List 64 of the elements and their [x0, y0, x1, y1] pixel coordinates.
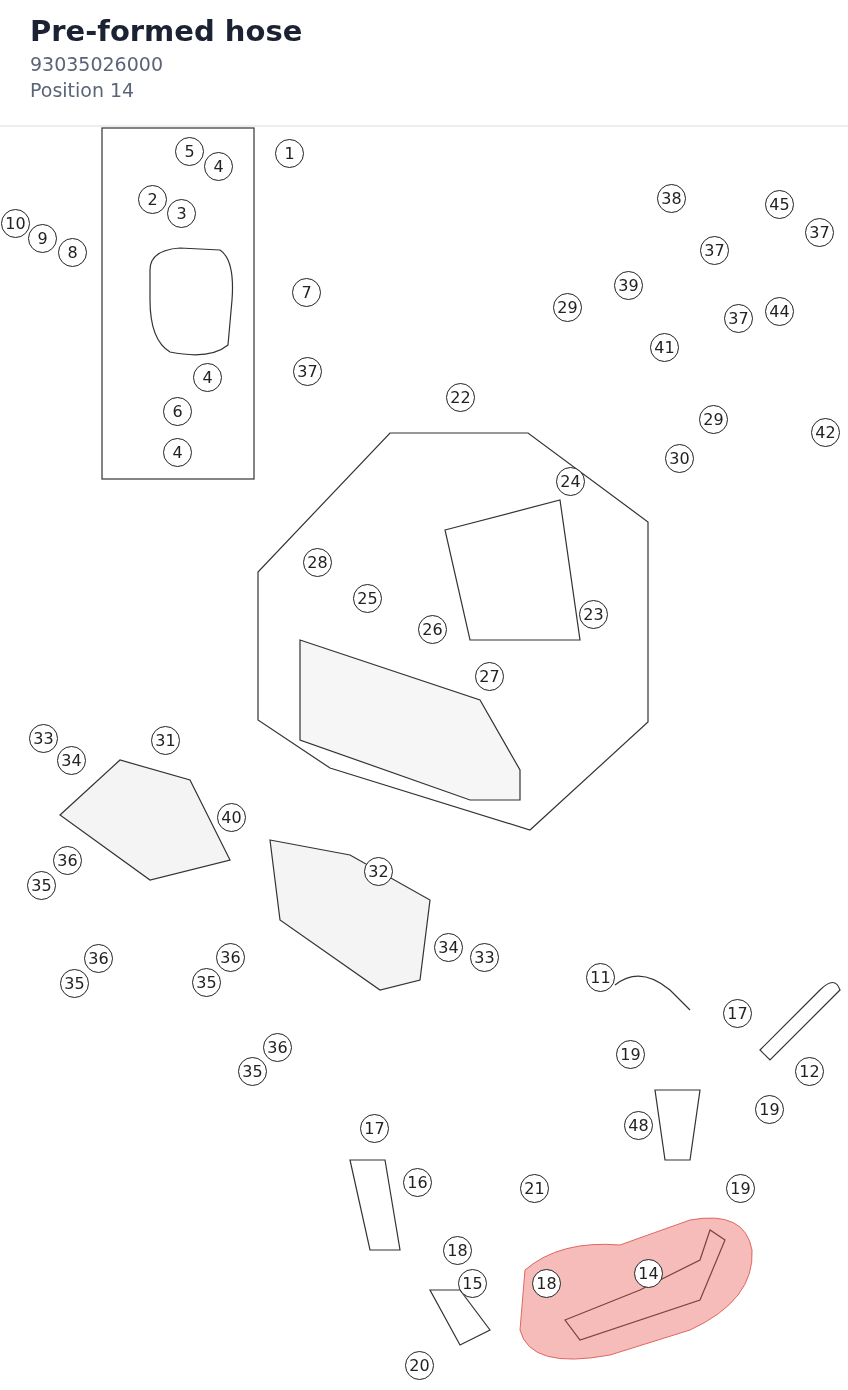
- callout-number: 42: [811, 418, 840, 447]
- callout-number: 25: [353, 584, 382, 613]
- callout-number: 18: [443, 1236, 472, 1265]
- callout-number: 30: [665, 444, 694, 473]
- callout-number: 34: [434, 933, 463, 962]
- callout-number: 5: [175, 137, 204, 166]
- callout-number: 48: [624, 1111, 653, 1140]
- callout-number: 35: [238, 1057, 267, 1086]
- callout-number: 34: [57, 746, 86, 775]
- callout-number: 35: [27, 871, 56, 900]
- callout-number: 39: [614, 271, 643, 300]
- callout-number: 18: [532, 1269, 561, 1298]
- callout-number: 41: [650, 333, 679, 362]
- callout-number: 4: [193, 363, 222, 392]
- callout-number: 29: [699, 405, 728, 434]
- callout-number: 37: [805, 218, 834, 247]
- callout-number: 38: [657, 184, 686, 213]
- callout-number: 44: [765, 297, 794, 326]
- callout-number: 16: [403, 1168, 432, 1197]
- callout-number: 22: [446, 383, 475, 412]
- callout-number: 11: [586, 963, 615, 992]
- callout-number: 33: [29, 724, 58, 753]
- callout-number: 26: [418, 615, 447, 644]
- callout-number: 36: [53, 846, 82, 875]
- callout-number: 4: [204, 152, 233, 181]
- callout-number: 36: [263, 1033, 292, 1062]
- callout-number: 29: [553, 293, 582, 322]
- callout-number: 35: [60, 969, 89, 998]
- callout-number: 15: [458, 1269, 487, 1298]
- callout-number: 1: [275, 139, 304, 168]
- callout-number: 40: [217, 803, 246, 832]
- callout-number: 27: [475, 662, 504, 691]
- callout-number: 37: [293, 357, 322, 386]
- callout-number: 33: [470, 943, 499, 972]
- callout-number: 19: [726, 1174, 755, 1203]
- callout-number: 17: [723, 999, 752, 1028]
- callout-number: 3: [167, 199, 196, 228]
- callout-number: 8: [58, 238, 87, 267]
- callout-number: 9: [28, 224, 57, 253]
- callout-number: 36: [84, 944, 113, 973]
- position-text: Position 14: [30, 79, 135, 101]
- callout-number: 4: [163, 438, 192, 467]
- callout-number: 14: [634, 1259, 663, 1288]
- callout-number: 31: [151, 726, 180, 755]
- callout-number: 35: [192, 968, 221, 997]
- callout-number: 21: [520, 1174, 549, 1203]
- callout-number: 12: [795, 1057, 824, 1086]
- callout-number: 7: [292, 278, 321, 307]
- callout-number: 37: [700, 236, 729, 265]
- part-number: 93035026000: [30, 53, 163, 75]
- callout-number: 2: [138, 185, 167, 214]
- callout-number: 6: [163, 397, 192, 426]
- callout-number: 23: [579, 600, 608, 629]
- callout-number: 17: [360, 1114, 389, 1143]
- callout-number: 24: [556, 467, 585, 496]
- callout-number: 37: [724, 304, 753, 333]
- callout-number: 10: [1, 209, 30, 238]
- callout-number: 45: [765, 190, 794, 219]
- callout-number: 28: [303, 548, 332, 577]
- title: Pre-formed hose: [30, 14, 303, 48]
- callout-number: 19: [616, 1040, 645, 1069]
- callout-number: 19: [755, 1095, 784, 1124]
- callout-number: 36: [216, 943, 245, 972]
- callout-number: 20: [405, 1351, 434, 1380]
